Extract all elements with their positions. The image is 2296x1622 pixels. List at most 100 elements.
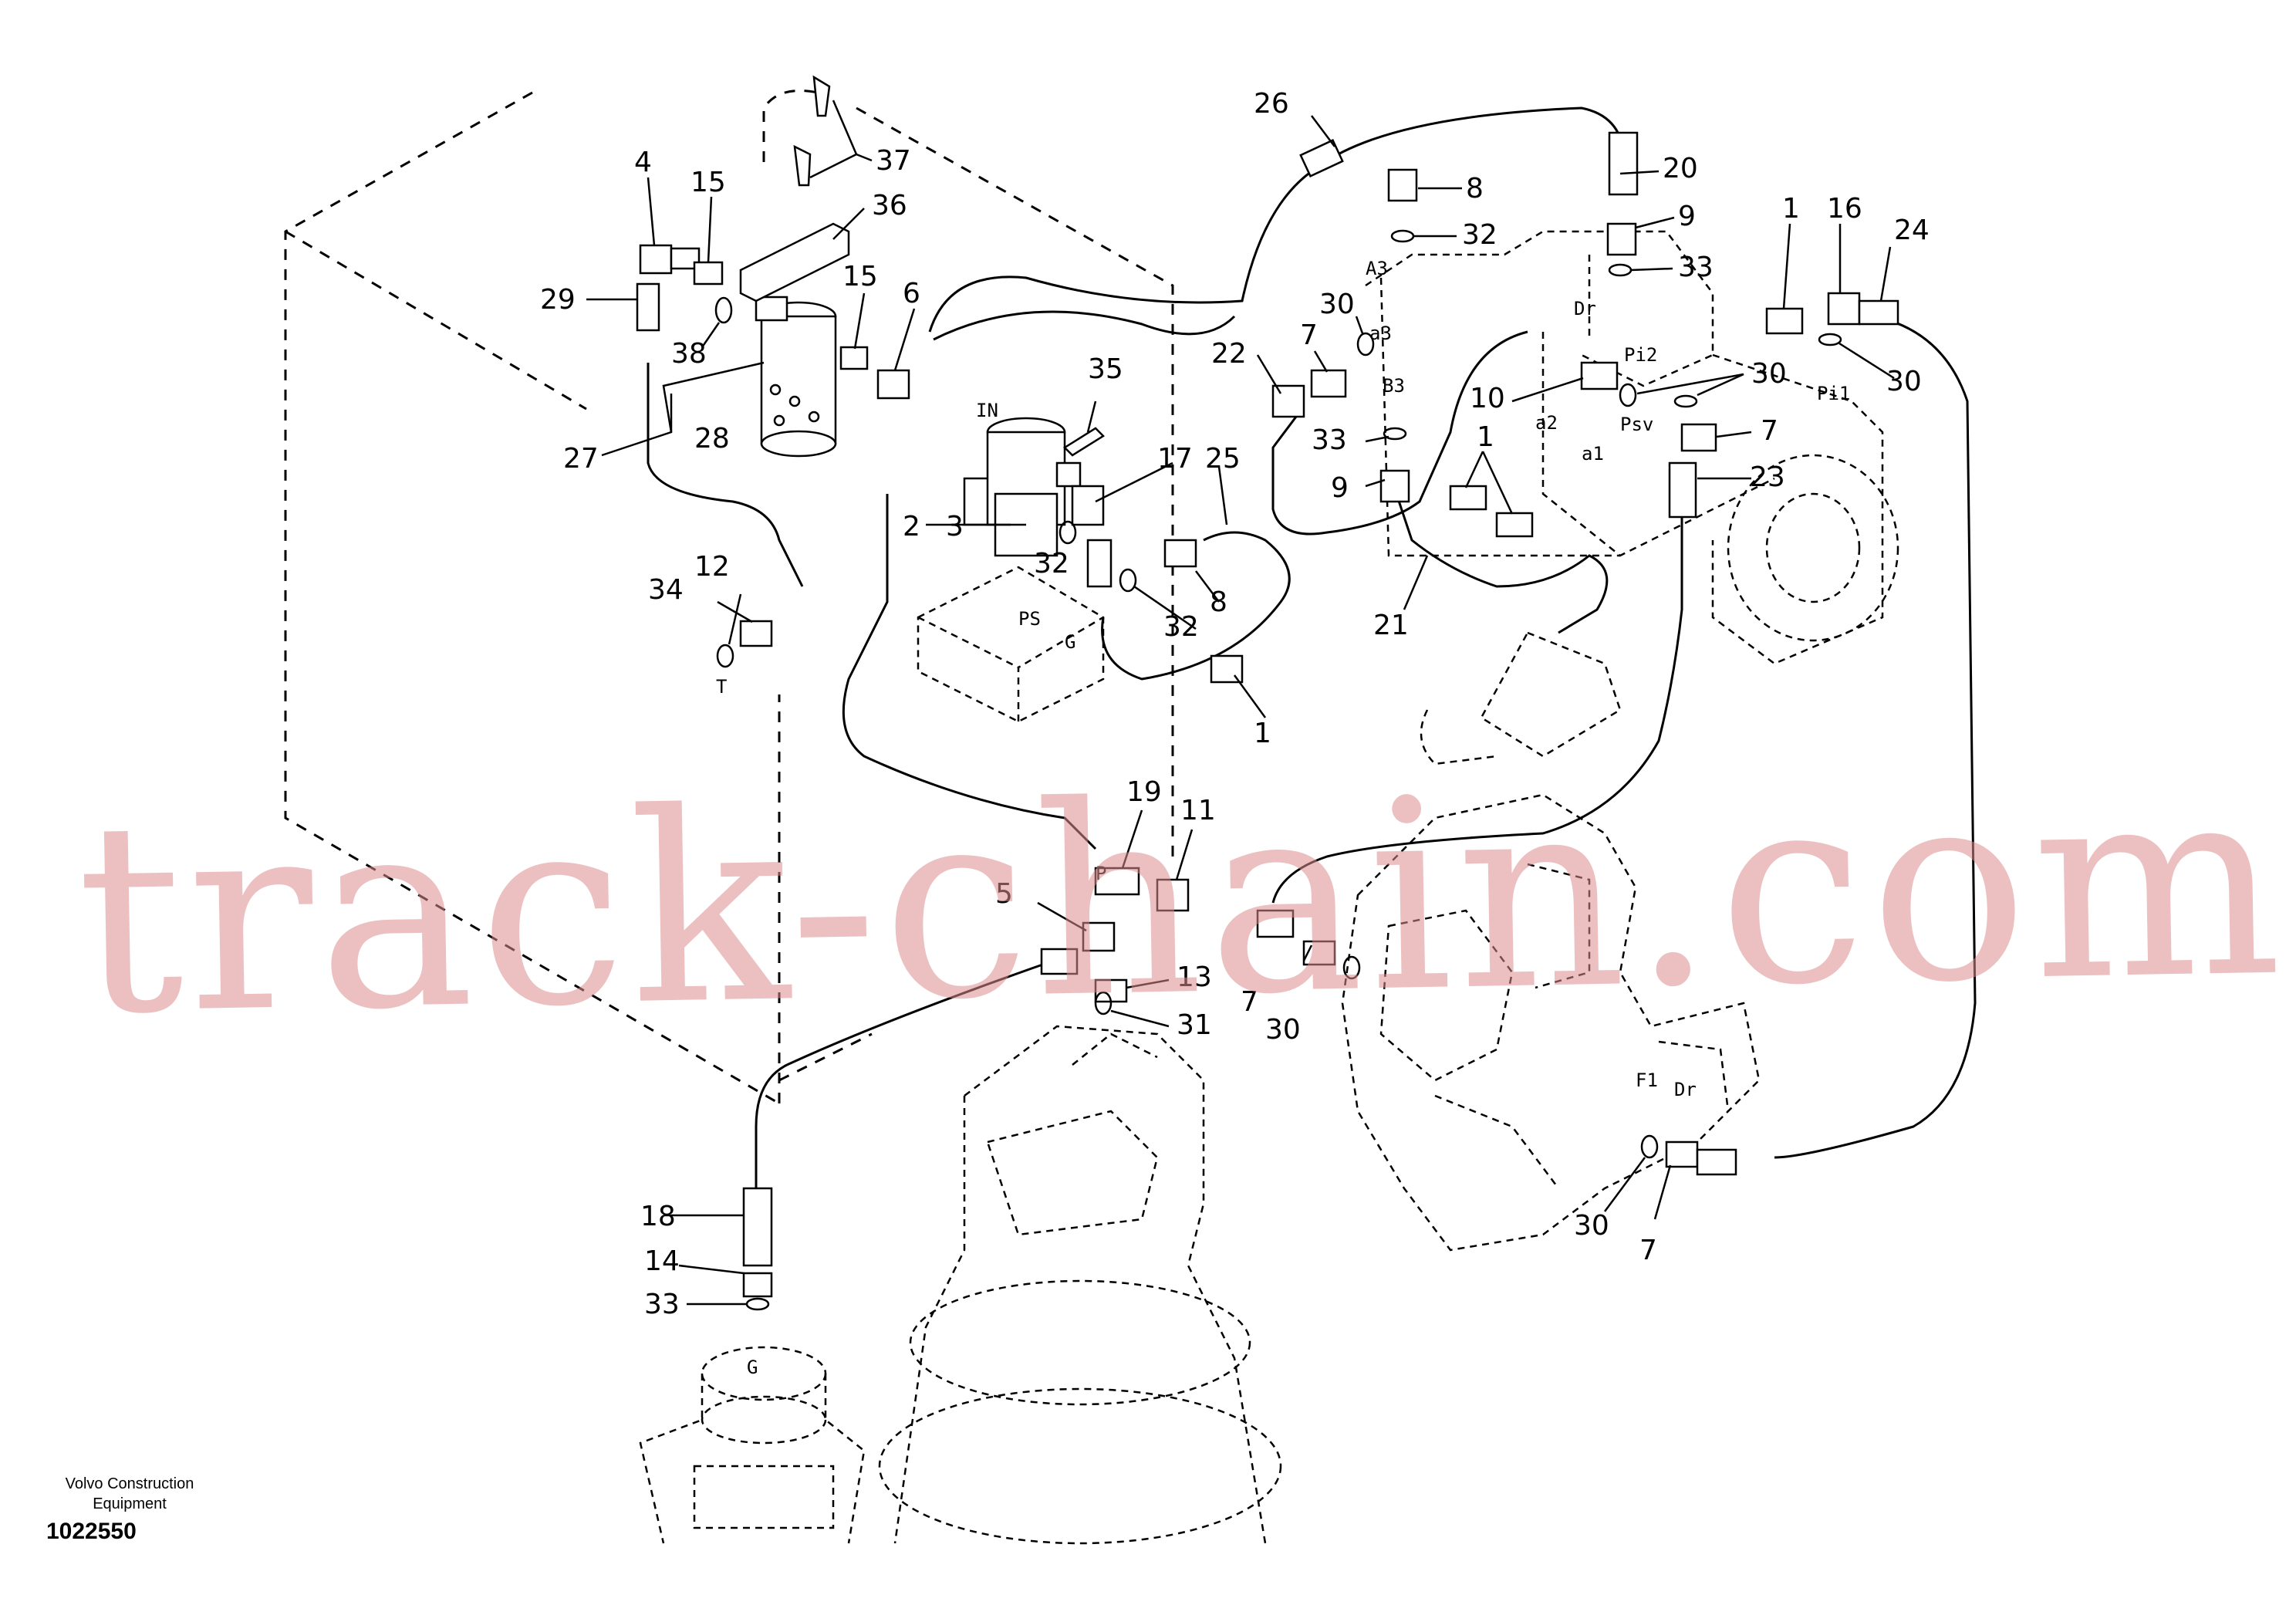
port-g: G [1065,631,1075,653]
port-a3: A3 [1366,258,1388,279]
callout-19: 19 [1126,776,1162,808]
fitting-29 [636,282,660,332]
fitting-1-center [1449,485,1487,511]
fitting-7-center [1310,369,1347,398]
callout-27: 27 [563,443,599,475]
callout-32-filter: 32 [1034,548,1069,580]
callout-33-center: 33 [1312,424,1347,456]
callout-16: 16 [1827,193,1862,225]
control-valve-outline [1341,793,1761,1252]
hose-19 [842,494,1097,850]
fitting-7-bottom-right [1665,1140,1699,1168]
filter-element-28 [755,296,837,458]
callout-4: 4 [634,147,652,178]
tank-outline [284,90,1174,1105]
o-ring-32-top [1390,229,1415,243]
o-ring-30-lower [1342,955,1361,980]
fitting-1-center-b [1495,512,1534,538]
fitting-14 [742,1272,773,1298]
port-p: P [1096,863,1106,884]
callout-24: 24 [1894,215,1930,246]
port-pi2: Pi2 [1624,344,1657,366]
callout-1-center: 1 [1477,421,1494,453]
hose-26-20 [1319,106,1626,167]
callout-9-center: 9 [1331,472,1349,504]
hose-18 [755,955,1065,1204]
port-ps: PS [1018,608,1041,630]
callout-6: 6 [903,278,920,309]
hoses [647,106,1977,1204]
callout-30-right-b: 30 [1886,366,1922,397]
hose-26 [928,161,1328,333]
o-ring-30-far-right [1818,333,1842,346]
callout-32-ps: 32 [1163,611,1199,643]
fitting-7-lower [1302,940,1336,966]
o-ring-32-filter [1059,520,1077,545]
fitting-8-top [1387,168,1418,202]
elbow-11 [1156,878,1190,912]
callout-7-center: 7 [1300,319,1318,351]
hose-24 [1774,315,1977,1159]
bracket-36 [739,222,850,302]
callout-17: 17 [1157,443,1193,475]
swivel-joint-outline [639,1346,866,1544]
o-ring-34 [716,644,734,668]
callout-8-ps: 8 [1210,586,1227,618]
elbow-17 [1071,485,1105,526]
callout-7-lower: 7 [1241,986,1258,1018]
fitting-20 [1608,131,1639,196]
callout-32: 32 [1462,219,1497,251]
callout-numbers: 26 20 8 32 9 33 37 36 4 15 15 6 29 38 28… [540,88,1930,1320]
callout-1-bottom: 1 [1254,718,1271,749]
o-ring-38 [714,296,733,324]
callout-22: 22 [1211,338,1247,370]
o-ring-33-center [1383,427,1407,441]
bolt-35 [1063,427,1105,457]
leader-lines [586,100,1895,1306]
o-ring-13 [1094,991,1113,1015]
o-ring-33-bottom [745,1297,770,1311]
callout-30-lower: 30 [1265,1014,1301,1046]
fitting-15-left [693,261,724,286]
callout-29: 29 [540,284,576,316]
port-in: IN [976,400,998,421]
company-name: Volvo Construction Equipment [65,1475,194,1512]
o-ring-32-ps [1119,568,1137,593]
hose-22 [1271,330,1528,536]
o-ring-33-top [1608,263,1633,277]
port-psv: Psv [1620,414,1653,435]
callout-35: 35 [1088,353,1123,385]
callout-10: 10 [1470,383,1505,414]
fitting-7-right [1680,423,1717,452]
fitting-9-center [1379,469,1410,503]
pilot-block-outline [917,566,1105,723]
callout-15-right: 15 [842,261,878,292]
callout-20: 20 [1663,153,1698,184]
bolt-37-lower [793,144,812,187]
callout-7-bottom-right: 7 [1639,1235,1657,1266]
o-ring-30-bottom-right [1640,1134,1659,1159]
port-a1: a1 [1582,443,1604,465]
hose-27 [647,363,804,587]
callout-30-bottom-right: 30 [1574,1210,1609,1242]
callout-34: 34 [648,574,684,606]
port-a2: a2 [1535,412,1558,434]
callout-8: 8 [1466,173,1484,204]
hose-21 [1395,493,1609,634]
port-g-swivel: G [747,1357,758,1378]
callout-7-right: 7 [1761,415,1778,447]
callout-26: 26 [1254,88,1289,120]
callout-3: 3 [946,511,964,542]
port-f1: F1 [1636,1070,1658,1091]
callout-33-bottom: 33 [644,1289,680,1320]
callout-1-right: 1 [1782,193,1800,225]
elbow-4 [639,244,673,275]
o-ring-30-center [1356,332,1375,357]
callout-37: 37 [876,145,911,177]
callout-12: 12 [694,551,730,583]
callout-38: 38 [671,338,707,370]
callout-23: 23 [1750,461,1785,493]
pilot-filter-3 [986,417,1082,557]
